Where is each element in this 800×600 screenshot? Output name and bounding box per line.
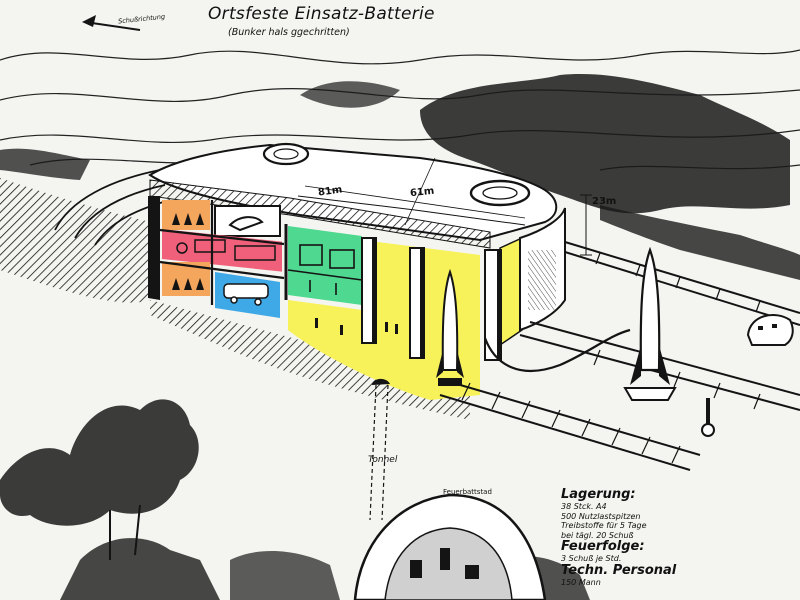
storage-line: 38 Stck. A4 bbox=[561, 502, 607, 511]
dimension-lines bbox=[297, 194, 592, 256]
direction-arrow-icon bbox=[82, 15, 141, 31]
room-dark-top bbox=[214, 205, 281, 237]
fire-rate-line: 3 Schuß je Std. bbox=[561, 554, 622, 563]
pillar-shading bbox=[372, 238, 501, 360]
personnel-line: 150 Mann bbox=[561, 577, 601, 587]
railway-sleepers bbox=[461, 252, 761, 464]
legend-block: Lagerung: 38 Stck. A4 500 Nutzlastspitze… bbox=[561, 488, 681, 587]
foreground-trees bbox=[0, 399, 590, 600]
firing-position-label: Feuerbattstad bbox=[443, 488, 492, 496]
roof-hatch-left bbox=[262, 142, 310, 166]
room-orange bbox=[162, 200, 210, 230]
rocket-in-hall bbox=[436, 268, 464, 386]
red-room-machinery bbox=[176, 239, 276, 261]
hall-green bbox=[288, 226, 362, 305]
tunnel-label: Tonnel bbox=[368, 455, 398, 465]
personnel-heading: Techn. Personal bbox=[561, 562, 677, 578]
storage-heading: Lagerung: bbox=[561, 487, 636, 502]
hall-yellow bbox=[288, 240, 480, 400]
fuel-cable bbox=[483, 328, 631, 373]
railway-tracks bbox=[439, 241, 800, 471]
tunnel-entrance bbox=[372, 378, 390, 385]
track-signal bbox=[701, 398, 715, 437]
diagram-title: Ortsfeste Einsatz-Batterie bbox=[208, 4, 435, 24]
foundation-hatching bbox=[150, 300, 470, 420]
left-section-wall bbox=[148, 196, 160, 300]
fire-rate-heading: Feuerfolge: bbox=[561, 539, 645, 554]
roof-hatch-right bbox=[469, 179, 531, 207]
tunnel-shaft bbox=[369, 384, 389, 521]
firing-bunker bbox=[353, 493, 547, 600]
observation-dome bbox=[746, 314, 794, 346]
storage-line: 500 Nutzlastspitzen bbox=[561, 511, 641, 521]
vehicle-blue-room bbox=[223, 283, 269, 306]
dark-forest bbox=[0, 74, 800, 280]
rocket-launch-pad bbox=[623, 246, 677, 401]
yellow-side-panel bbox=[499, 236, 523, 347]
green-hall-details bbox=[287, 244, 363, 295]
dimension-height: 23m bbox=[592, 196, 617, 207]
orange-room-figures bbox=[172, 213, 204, 290]
storage-line: Treibstoffe für 5 Tage bbox=[561, 521, 647, 530]
tree-trunks bbox=[109, 504, 141, 560]
diagram-subtitle: (Bunker hals ggechritten) bbox=[228, 27, 350, 38]
personnel-figures bbox=[315, 318, 398, 335]
storage-line: bei tägl. 20 Schuß bbox=[561, 530, 634, 540]
ground-hatching bbox=[0, 178, 150, 303]
